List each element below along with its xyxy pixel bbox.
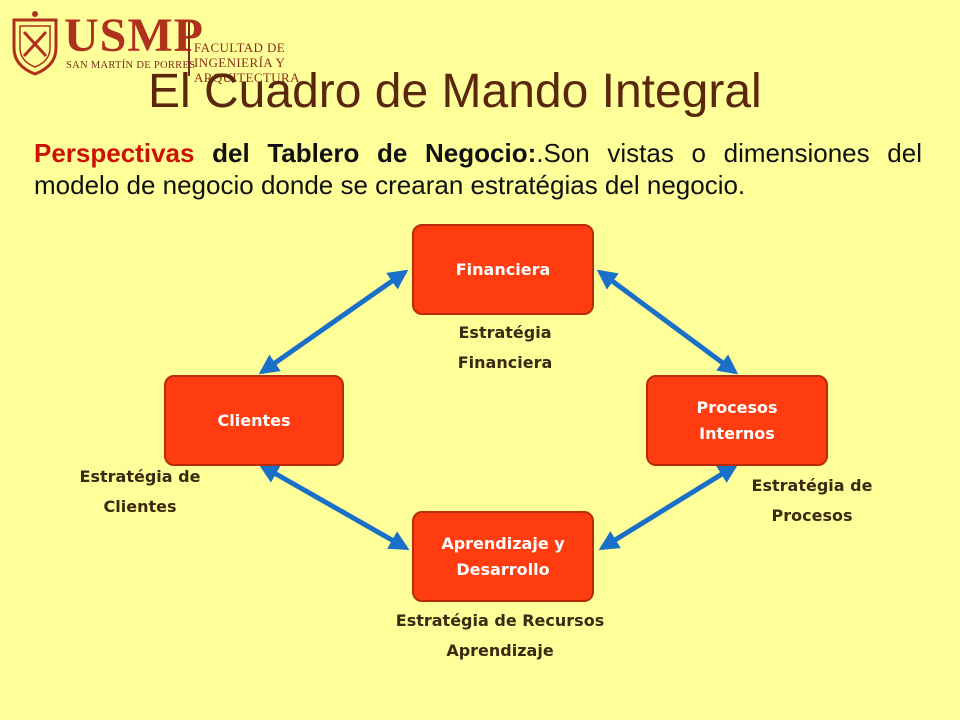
- arrow-procesos-aprendizaje: [598, 463, 739, 551]
- faculty-name: FACULTAD DE INGENIERÍA Y ARQUITECTURA: [194, 40, 386, 85]
- intro-bold: del Tablero de Negocio:: [194, 138, 537, 168]
- slide-title: El Cuadro de Mando Integral: [148, 65, 762, 118]
- intro-rest: .Son vistas o dimensiones del modelo de …: [34, 138, 922, 200]
- intro-highlight: Perspectivas: [34, 138, 195, 168]
- label-estrategia-recursos: Estratégia de Recursos Aprendizaje: [395, 611, 605, 660]
- arrow-clientes-aprendizaje: [258, 463, 410, 551]
- label-estrategia-financiera: Estratégia Financiera: [457, 323, 553, 372]
- faculty-line-1: FACULTAD DE: [194, 40, 286, 55]
- label-estrategia-clientes: Estratégia de Clientes: [79, 467, 201, 516]
- logo-divider: [188, 22, 190, 76]
- arrow-financiera-procesos: [596, 269, 739, 375]
- faculty-line-2: INGENIERÍA Y ARQUITECTURA: [194, 55, 300, 85]
- node-aprendizaje-desarrollo: Aprendizaje y Desarrollo: [412, 511, 594, 602]
- node-clientes: Clientes: [164, 375, 344, 466]
- label-estrategia-procesos: Estratégia de Procesos: [751, 476, 873, 525]
- intro-paragraph: Perspectivas del Tablero de Negocio:.Son…: [34, 137, 922, 201]
- node-financiera: Financiera: [412, 224, 594, 315]
- usmp-logo: USMP SAN MARTÍN DE PORRES FACULTAD DE IN…: [6, 8, 386, 85]
- logo-wordmark: USMP: [64, 9, 204, 62]
- logo-university-name: SAN MARTÍN DE PORRES: [66, 60, 196, 71]
- university-shield-icon: [12, 11, 58, 76]
- arrow-financiera-clientes: [258, 269, 409, 375]
- node-procesos-internos: Procesos Internos: [646, 375, 828, 466]
